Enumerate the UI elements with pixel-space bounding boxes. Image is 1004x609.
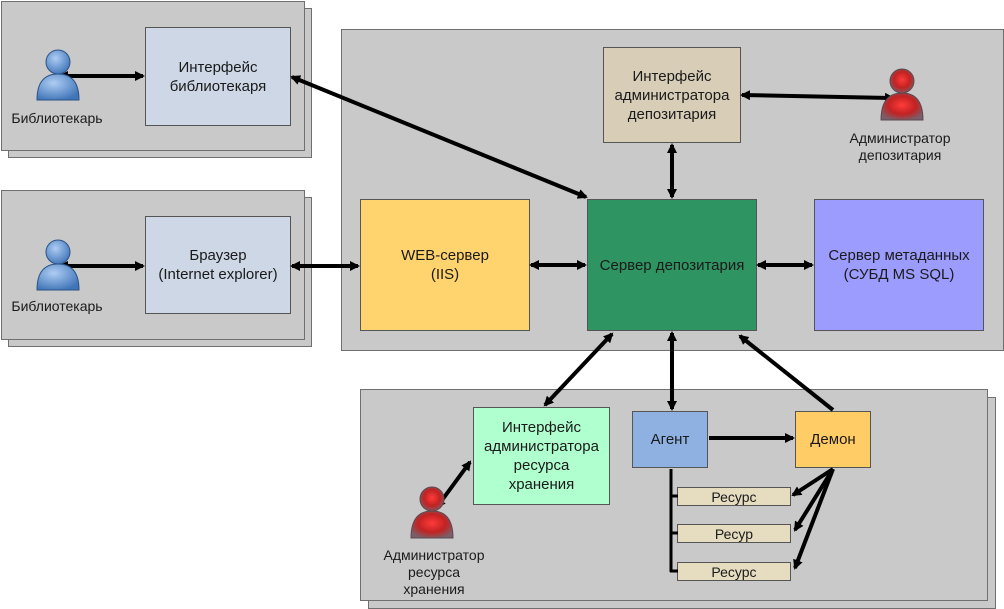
depository-admin-interface-box: Интерфейс администратора депозитария <box>603 47 741 143</box>
arrow-libiface-depository <box>290 75 588 199</box>
agent-box: Агент <box>632 411 708 468</box>
person-red-icon <box>410 486 454 539</box>
arrow-adminiface-admin <box>740 90 895 103</box>
librarian-label-top: Библиотекарь <box>11 110 103 126</box>
resource-item: Ресурс <box>677 562 791 581</box>
resource-item: Ресур <box>677 524 791 543</box>
depository-server-box: Сервер депозитария <box>587 199 757 331</box>
arrow-daemon-resource3 <box>793 468 835 570</box>
librarian-interface-box: Интерфейс библиотекаря <box>145 27 291 126</box>
resource-item: Ресурс <box>677 487 791 506</box>
arrow-daemon-resource2 <box>793 467 835 532</box>
agent-resource-bracket <box>669 469 678 573</box>
storage-admin-interface-box: Интерфейс администратора ресурса хранени… <box>473 407 610 505</box>
daemon-box: Демон <box>795 411 871 468</box>
person-blue-icon <box>36 49 80 101</box>
librarian-label-bottom: Библиотекарь <box>11 298 103 314</box>
arrow-daemon-resource1 <box>791 467 835 497</box>
person-red-icon <box>880 68 924 121</box>
browser-box: Браузер (Internet explorer) <box>145 216 291 314</box>
arrow-daemon-server <box>738 334 835 412</box>
arrow-server-storageiface <box>543 332 614 407</box>
metadata-server-box: Сервер метаданных (СУБД MS SQL) <box>814 199 984 331</box>
storage-admin-label: Администратор ресурса хранения <box>383 547 485 597</box>
depository-admin-label: Администратор депозитария <box>849 130 951 163</box>
person-blue-icon <box>36 239 80 291</box>
